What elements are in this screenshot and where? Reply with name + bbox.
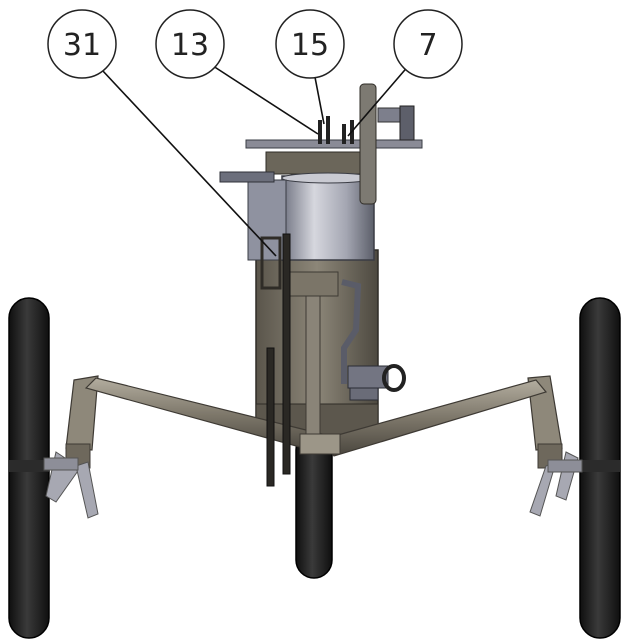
balloon-callouts: 31 13 15 7 xyxy=(47,9,463,79)
frame-tubes xyxy=(84,271,548,457)
pedal-mechanism xyxy=(341,279,406,401)
leader-lines xyxy=(101,63,411,257)
leader-31 xyxy=(101,69,277,257)
left-axle-fork xyxy=(43,375,99,519)
right-wheel xyxy=(579,297,621,639)
leader-7 xyxy=(347,63,411,137)
balloon-13-label: 13 xyxy=(171,28,209,63)
leader-13 xyxy=(209,63,319,135)
tank xyxy=(219,171,375,261)
balloon-15[interactable]: 15 xyxy=(275,9,345,79)
leader-15 xyxy=(313,71,325,125)
balloon-7-label: 7 xyxy=(418,28,437,63)
drive-chain xyxy=(260,233,291,487)
balloon-7[interactable]: 7 xyxy=(393,9,463,79)
balloon-31[interactable]: 31 xyxy=(47,9,117,79)
left-wheel xyxy=(8,297,50,639)
balloon-15-label: 15 xyxy=(291,28,329,63)
balloon-31-label: 31 xyxy=(63,28,101,63)
right-axle-fork xyxy=(527,375,583,517)
balloon-13[interactable]: 13 xyxy=(155,9,225,79)
